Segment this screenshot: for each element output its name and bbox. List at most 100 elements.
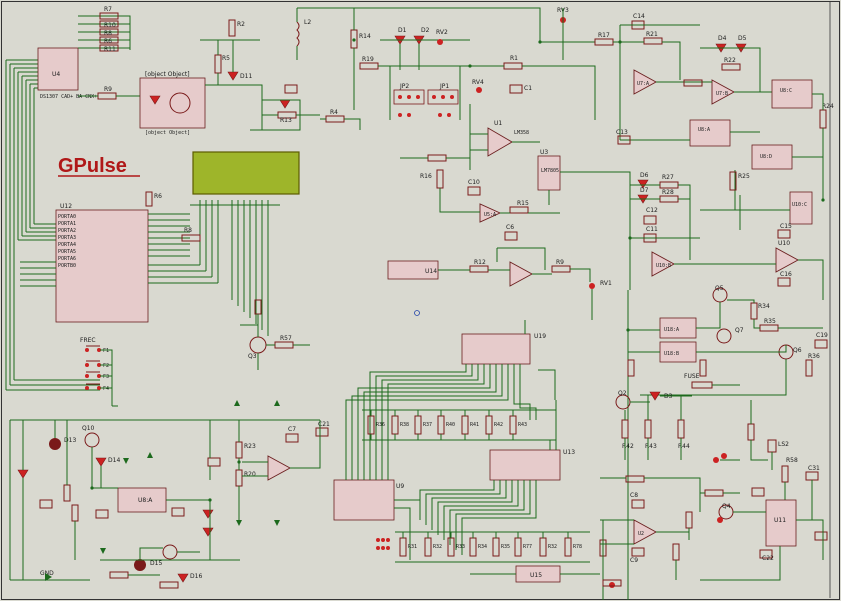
r12-label: R12: [474, 259, 486, 266]
r8-label: R8: [104, 30, 112, 37]
c26-capacitor: [171, 507, 185, 517]
svg-text:F2: F2: [103, 363, 109, 369]
c7-label: C7: [288, 426, 296, 433]
u8a-label: U8:A: [698, 127, 710, 133]
r34-label: R34: [758, 303, 770, 310]
ground-icon-4: [274, 520, 280, 526]
rv2-label: RV2: [436, 29, 448, 36]
c13-label: C13: [616, 129, 628, 136]
r43-resistor: [644, 419, 652, 439]
u6-phototransistor-icon: [169, 92, 191, 114]
r22-label: R22: [724, 57, 736, 64]
svg-text:R38: R38: [400, 422, 409, 428]
svg-text:F1: F1: [103, 348, 109, 354]
svg-text:R43: R43: [518, 422, 527, 428]
svg-text:R41: R41: [470, 422, 479, 428]
svg-text:F3: F3: [103, 374, 109, 380]
r25-resistor: [729, 171, 737, 191]
u9-pin-row: [376, 538, 390, 550]
r9-label: R9: [104, 86, 112, 93]
c5-capacitor: [95, 509, 109, 519]
d13-led-icon: [49, 438, 61, 450]
gnd-label: GND: [40, 570, 54, 577]
q3-label: Q3: [248, 353, 257, 360]
r58-label: R58: [786, 457, 798, 464]
u13-chip: [489, 449, 561, 481]
r28-resistor: [659, 195, 679, 203]
svg-text:R42: R42: [494, 422, 503, 428]
svg-text:PORTA0: PORTA0: [58, 214, 76, 220]
r14-label: R14: [359, 33, 371, 40]
r22-resistor: [721, 63, 741, 71]
push-button-f4[interactable]: F4: [85, 383, 109, 392]
c11-label: C11: [646, 226, 658, 233]
r8-resistor: [181, 234, 201, 242]
svg-text:PORTA6: PORTA6: [58, 256, 76, 262]
svg-text:R34: R34: [478, 544, 487, 550]
r17-resistor: [594, 38, 614, 46]
frec-label: FREC: [80, 337, 96, 344]
d11-label: D11: [240, 73, 252, 80]
u7b-label: U7:B: [716, 91, 728, 97]
d3-diode-icon: [649, 391, 661, 401]
r36-label: R36: [808, 353, 820, 360]
r15-resistor: [509, 206, 529, 214]
r23-resistor: [235, 441, 243, 459]
c2-capacitor: [284, 84, 298, 94]
u1-label: U1: [494, 120, 502, 127]
r19b-resistor: [683, 79, 703, 87]
r55-resistor: [704, 489, 724, 497]
d5b-diode-icon: [202, 509, 214, 519]
d1-label: D1: [398, 27, 407, 34]
c13-capacitor: [617, 135, 631, 145]
u4-label: U4: [52, 71, 60, 78]
r41-resistor: [627, 359, 635, 377]
r24-resistor: [819, 109, 827, 129]
push-button-f1[interactable]: F1: [85, 345, 109, 354]
c12-capacitor: [643, 215, 657, 225]
q4-label: Q4: [722, 503, 731, 510]
u6-led-icon: [149, 95, 161, 105]
u11-label: U11: [774, 517, 786, 524]
c31-label: C31: [808, 465, 820, 472]
d7-label: D7: [640, 187, 649, 194]
d14-diode-icon: [95, 457, 107, 467]
push-button-f2[interactable]: F2: [85, 360, 109, 369]
q2-label: Q2: [618, 390, 627, 397]
r46-resistor: [71, 504, 79, 522]
c21-label: C21: [318, 421, 330, 428]
top-left-resistor-stack: R7 R10 R8 R6 R11: [78, 6, 131, 53]
u5a-opamp: [479, 203, 502, 223]
c22-label: C22: [762, 555, 774, 562]
rv1-pot-pin: [589, 283, 595, 289]
r35-resistor: [759, 324, 779, 332]
svg-text:F4: F4: [103, 386, 109, 392]
u12-chip: [55, 209, 149, 323]
vcc-icon-2: [234, 400, 240, 406]
r17-label: R17: [598, 32, 610, 39]
q3-transistor: [249, 336, 267, 354]
vcc-icon-1: [147, 452, 153, 458]
c19-label: C19: [816, 332, 828, 339]
q10-label: Q10: [82, 425, 95, 432]
r43-label: R43: [645, 443, 657, 450]
c14-label: C14: [633, 13, 645, 20]
u2-label: U2: [638, 531, 644, 537]
u8-regulator-label: U8:A: [138, 497, 153, 504]
c29-capacitor: [207, 457, 221, 467]
c15-label: C15: [780, 223, 792, 230]
push-button-f3[interactable]: F3: [85, 371, 109, 380]
d13-label: D13: [64, 437, 76, 444]
u10c-chip: [789, 191, 813, 225]
r6b-resistor: [145, 191, 153, 207]
c16-label: C16: [780, 271, 792, 278]
fuse-label: FUSE: [684, 373, 700, 380]
u7a-label: U7:A: [637, 81, 649, 87]
r2-label: R2: [237, 21, 245, 28]
resistor-bank-bottom: R31 R32 R33 R34 R35 R77 R32 R78: [395, 531, 590, 563]
u6-chip: [139, 77, 206, 129]
q7-label: Q7: [735, 327, 744, 334]
speaker-pin-b: [713, 457, 719, 463]
rv4-pot-pin: [476, 87, 482, 93]
